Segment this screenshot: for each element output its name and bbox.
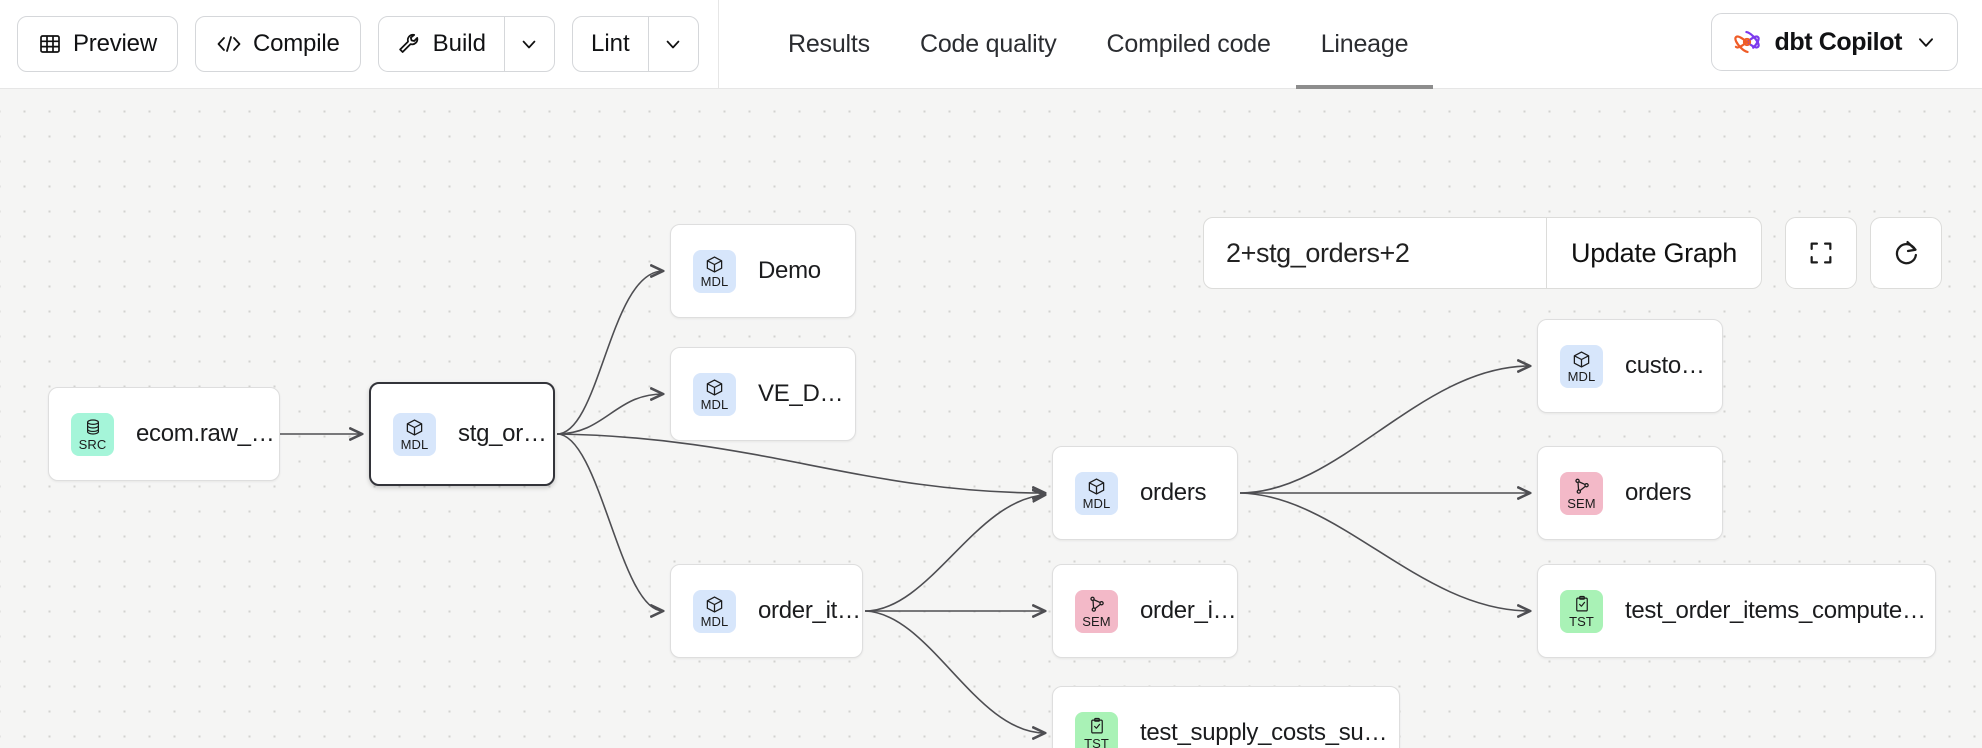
node-type-badge-sem: SEM xyxy=(1075,589,1118,633)
chevron-down-icon xyxy=(519,34,539,54)
lineage-node-ecom-raw-orders[interactable]: SRC ecom.raw_orders xyxy=(48,387,280,481)
badge-code: MDL xyxy=(1082,496,1111,511)
tab-results[interactable]: Results xyxy=(788,30,870,58)
lineage-node-stg-orders[interactable]: MDL stg_orders xyxy=(369,382,555,486)
badge-code: SEM xyxy=(1082,614,1111,629)
clipboard-check-icon xyxy=(1573,594,1591,614)
node-type-badge-src: SRC xyxy=(71,412,114,456)
badge-code: MDL xyxy=(1567,369,1596,384)
node-type-badge-tst: TST xyxy=(1560,589,1603,633)
fit-view-button[interactable] xyxy=(1785,217,1857,289)
database-icon xyxy=(84,417,102,437)
expand-icon xyxy=(1807,239,1835,267)
lineage-edges xyxy=(280,89,1982,748)
lineage-node-ve-demo[interactable]: MDL VE_Demo xyxy=(670,347,856,441)
lineage-node-orders-model[interactable]: MDL orders xyxy=(1052,446,1238,540)
tab-lineage[interactable]: Lineage xyxy=(1295,0,1434,89)
badge-code: TST xyxy=(1084,736,1109,748)
node-label: customers xyxy=(1625,352,1722,379)
tab-code-quality[interactable]: Code quality xyxy=(919,30,1057,58)
lineage-node-orders-semantic[interactable]: SEM orders xyxy=(1537,446,1723,540)
node-label: test_order_items_compute_to_bools_c… xyxy=(1625,597,1935,624)
node-type-badge-mdl: MDL xyxy=(693,589,736,633)
node-label: stg_orders xyxy=(458,420,553,447)
chevron-down-icon xyxy=(663,34,683,54)
preview-button[interactable]: Preview xyxy=(17,16,178,72)
update-graph-button[interactable]: Update Graph xyxy=(1546,218,1761,288)
node-label: VE_Demo xyxy=(758,380,855,407)
cube-icon xyxy=(405,417,424,437)
lint-button-group: Lint xyxy=(571,16,699,72)
badge-code: TST xyxy=(1569,614,1594,629)
node-type-badge-mdl: MDL xyxy=(1560,344,1603,388)
chevron-down-icon xyxy=(1915,31,1937,53)
badge-code: MDL xyxy=(700,274,729,289)
clipboard-check-icon xyxy=(1088,716,1106,736)
preview-label: Preview xyxy=(73,30,157,57)
table-icon xyxy=(38,32,62,56)
node-type-badge-sem: SEM xyxy=(1560,471,1603,515)
graph-selector-group: 2+stg_orders+2 Update Graph xyxy=(1203,217,1763,289)
dbt-copilot-label: dbt Copilot xyxy=(1774,27,1903,56)
node-type-badge-mdl: MDL xyxy=(693,249,736,293)
semantic-graph-icon xyxy=(1572,476,1591,496)
node-type-badge-tst: TST xyxy=(1075,711,1118,748)
build-button-group: Build xyxy=(377,16,555,72)
compile-label: Compile xyxy=(252,30,340,57)
tab-compiled-code[interactable]: Compiled code xyxy=(1106,30,1271,58)
lineage-node-order-items[interactable]: MDL order_items xyxy=(670,564,863,658)
cube-icon xyxy=(705,254,724,274)
node-label: order_items xyxy=(758,597,862,624)
lineage-canvas[interactable]: 2+stg_orders+2 Update Graph xyxy=(0,89,1982,748)
node-label: orders xyxy=(1140,479,1207,506)
node-type-badge-mdl: MDL xyxy=(393,412,436,456)
semantic-graph-icon xyxy=(1087,594,1106,614)
node-label: order_item xyxy=(1140,597,1237,624)
lineage-node-order-item-semantic[interactable]: SEM order_item xyxy=(1052,564,1238,658)
lint-dropdown-toggle[interactable] xyxy=(647,17,698,71)
cube-icon xyxy=(705,377,724,397)
refresh-icon xyxy=(1891,238,1921,268)
graph-selector-input[interactable]: 2+stg_orders+2 xyxy=(1226,237,1410,268)
compile-button[interactable]: Compile xyxy=(194,16,361,72)
lineage-node-demo[interactable]: MDL Demo xyxy=(670,224,856,318)
node-type-badge-mdl: MDL xyxy=(1075,471,1118,515)
lineage-node-customers[interactable]: MDL customers xyxy=(1537,319,1723,413)
build-label: Build xyxy=(432,30,486,57)
badge-code: MDL xyxy=(700,614,729,629)
lint-label: Lint xyxy=(590,30,630,57)
node-label: test_supply_costs_sum_correctly xyxy=(1140,719,1399,746)
app-header: Preview Compile Build xyxy=(0,0,1982,89)
cube-icon xyxy=(1572,349,1591,369)
node-label: orders xyxy=(1625,479,1692,506)
result-pane-tabs: Results Code quality Compiled code Linea… xyxy=(718,0,1433,89)
build-button[interactable]: Build xyxy=(379,17,504,71)
code-brackets-icon xyxy=(216,33,242,55)
lineage-node-test-order-items[interactable]: TST test_order_items_compute_to_bools_c… xyxy=(1537,564,1936,658)
node-label: Demo xyxy=(758,257,821,284)
lineage-node-test-supply-costs[interactable]: TST test_supply_costs_sum_correctly xyxy=(1052,686,1400,748)
badge-code: MDL xyxy=(400,437,429,452)
badge-code: SRC xyxy=(78,437,107,452)
lint-button[interactable]: Lint xyxy=(573,17,648,71)
badge-code: SEM xyxy=(1567,496,1596,511)
badge-code: MDL xyxy=(700,397,729,412)
wrench-icon xyxy=(397,32,422,57)
node-type-badge-mdl: MDL xyxy=(693,372,736,416)
node-label: ecom.raw_orders xyxy=(136,420,279,447)
cube-icon xyxy=(705,594,724,614)
editor-toolbar: Preview Compile Build xyxy=(0,0,699,88)
refresh-graph-button[interactable] xyxy=(1870,217,1942,289)
cube-icon xyxy=(1087,476,1106,496)
build-dropdown-toggle[interactable] xyxy=(503,17,554,71)
dbt-copilot-icon xyxy=(1732,27,1762,57)
dbt-copilot-button[interactable]: dbt Copilot xyxy=(1710,13,1958,71)
